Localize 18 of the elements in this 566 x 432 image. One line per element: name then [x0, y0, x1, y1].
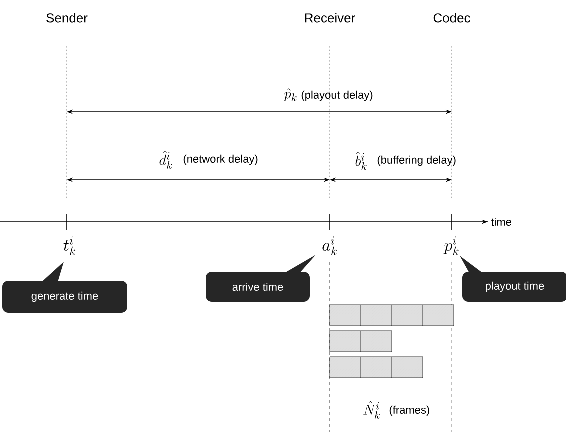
math-symbol: $\hat{b}^i_k$ [356, 152, 367, 170]
column-title: Sender [46, 13, 88, 23]
annotation: (playout delay) [302, 90, 373, 102]
math-symbol: $t^i_k$ [64, 236, 76, 256]
column-title: Codec [434, 13, 470, 23]
annotation: (frames) [390, 406, 430, 416]
math-symbol: $\hat{N}^i_k$ [364, 401, 380, 419]
callout-bubble: playout time [460, 256, 566, 302]
math-symbol: $\hat{p}_k$ [284, 88, 297, 102]
annotation: (network delay) [184, 154, 258, 166]
math-symbol: $p^i_k$ [444, 236, 459, 256]
math-symbol: $\hat{d}^i_k$ [160, 151, 172, 170]
annotation: (buffering delay) [378, 156, 456, 166]
axis-label: time [491, 218, 512, 226]
callout-bubble: arrive time [206, 255, 316, 302]
column-title: Receiver [305, 13, 356, 23]
callout-bubble: generate time [2, 262, 128, 313]
math-symbol: $a^i_k$ [322, 236, 337, 256]
